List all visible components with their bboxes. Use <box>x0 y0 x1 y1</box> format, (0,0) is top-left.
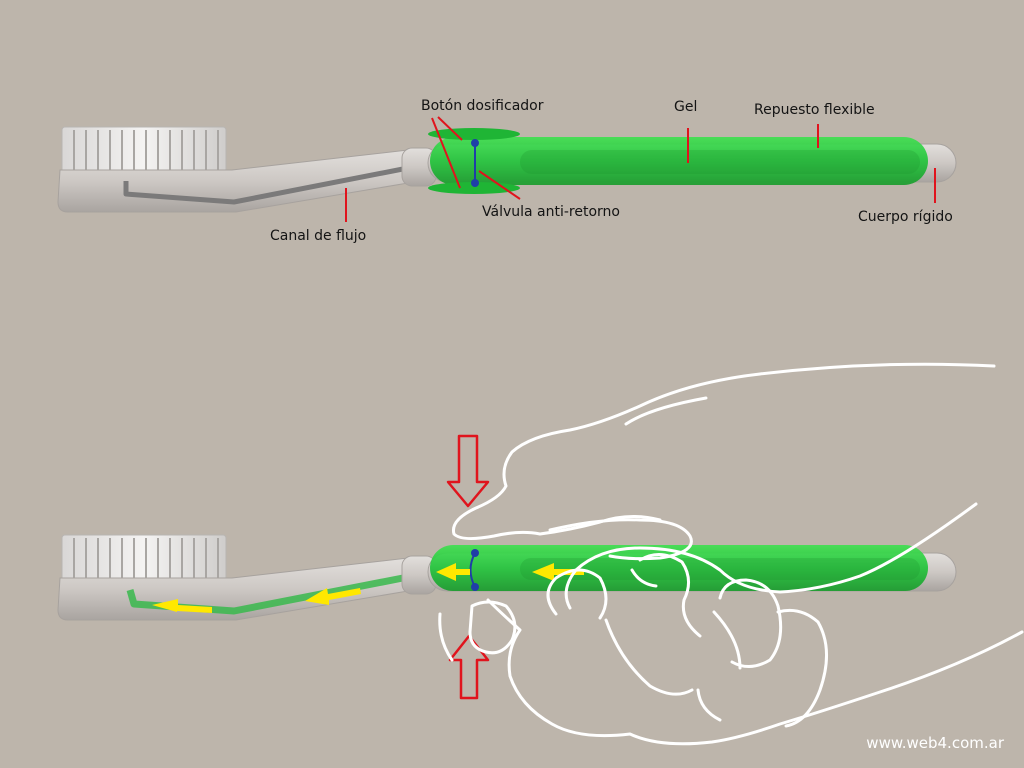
top-dosing-button <box>428 128 520 194</box>
flow-arrow-icon <box>152 599 212 613</box>
hand-outline <box>438 362 1024 746</box>
label-rigid-body: Cuerpo rígido <box>858 209 953 225</box>
leader-lines <box>345 116 936 222</box>
top-gel-refill <box>430 137 928 185</box>
label-check-valve: Válvula anti-retorno <box>482 204 620 220</box>
press-down-arrow-icon <box>446 434 490 508</box>
press-up-arrow-icon <box>448 634 490 700</box>
top-flow-channel <box>123 165 409 205</box>
label-flexible-refill: Repuesto flexible <box>754 102 875 118</box>
flow-arrow-icon <box>305 588 361 605</box>
flow-arrow-icon <box>532 563 584 581</box>
label-dosing-button: Botón dosificador <box>421 98 544 114</box>
site-credit: www.web4.com.ar <box>866 734 1005 752</box>
bottom-check-valve <box>469 549 479 591</box>
flow-arrows <box>152 563 584 613</box>
top-check-valve <box>471 139 479 187</box>
flow-arrow-icon <box>436 563 470 581</box>
top-toothbrush <box>57 126 957 213</box>
label-gel: Gel <box>674 99 697 115</box>
label-flow-channel: Canal de flujo <box>270 228 366 244</box>
